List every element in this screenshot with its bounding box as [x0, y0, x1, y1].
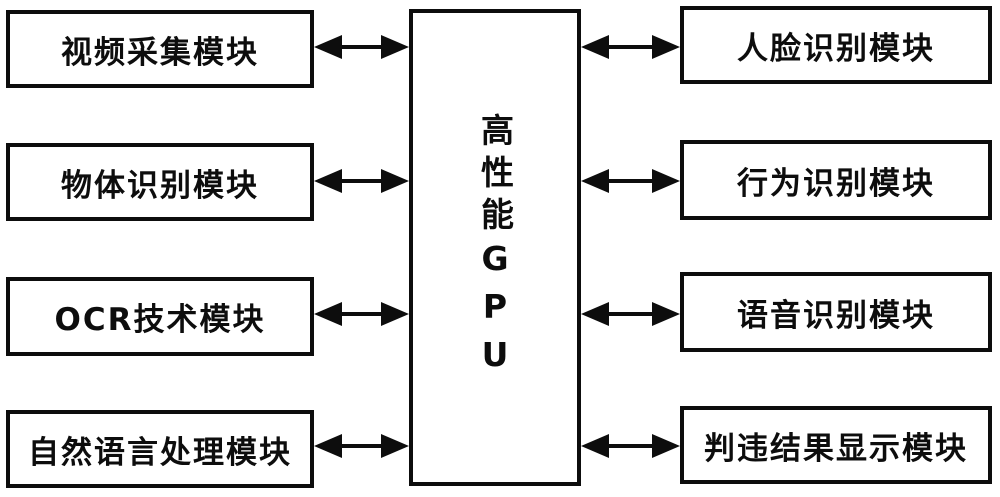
arrow-shaft: [603, 45, 658, 49]
arrow-shaft: [603, 179, 658, 183]
box-behavior-recognition-label: 行为识别模块: [737, 165, 935, 202]
arrow-gpu-face-recognition: [581, 35, 680, 59]
box-object-recognition-label: 物体识别模块: [61, 167, 259, 204]
arrow-nlp-gpu: [314, 434, 409, 458]
box-face-recognition-label: 人脸识别模块: [737, 30, 935, 67]
box-speech-recognition-label: 语音识别模块: [737, 297, 935, 334]
arrow-shaft: [603, 444, 658, 448]
arrow-head-right-icon: [381, 35, 409, 59]
arrow-shaft: [336, 45, 387, 49]
box-object-recognition-module: 物体识别模块: [6, 143, 314, 221]
box-high-performance-gpu: 高性能GPU: [409, 9, 581, 486]
box-violation-result-display-label: 判违结果显示模块: [704, 430, 968, 467]
box-face-recognition-module: 人脸识别模块: [680, 6, 992, 84]
box-video-capture-module: 视频采集模块: [6, 10, 314, 88]
arrow-video-capture-gpu: [314, 35, 409, 59]
arrow-gpu-behavior-recognition: [581, 169, 680, 193]
arrow-gpu-violation-result-display: [581, 434, 680, 458]
arrow-head-right-icon: [652, 434, 680, 458]
arrow-head-right-icon: [652, 169, 680, 193]
box-violation-result-display-module: 判违结果显示模块: [680, 406, 992, 484]
arrow-head-right-icon: [381, 434, 409, 458]
gpu-vertical-label: 高性能GPU: [475, 112, 515, 383]
arrow-head-right-icon: [652, 302, 680, 326]
arrow-shaft: [336, 179, 387, 183]
arrow-head-right-icon: [381, 302, 409, 326]
arrow-shaft: [336, 444, 387, 448]
arrow-ocr-gpu: [314, 302, 409, 326]
box-nlp-label: 自然语言处理模块: [28, 434, 292, 471]
box-ocr-technology-label: OCR技术模块: [54, 302, 266, 338]
arrow-head-right-icon: [652, 35, 680, 59]
arrow-gpu-speech-recognition: [581, 302, 680, 326]
box-video-capture-label: 视频采集模块: [61, 34, 259, 71]
arrow-object-recognition-gpu: [314, 169, 409, 193]
box-behavior-recognition-module: 行为识别模块: [680, 140, 992, 220]
box-nlp-module: 自然语言处理模块: [6, 410, 314, 488]
arrow-shaft: [603, 312, 658, 316]
arrow-head-right-icon: [381, 169, 409, 193]
box-ocr-technology-module: OCR技术模块: [6, 277, 314, 356]
box-speech-recognition-module: 语音识别模块: [680, 272, 992, 352]
arrow-shaft: [336, 312, 387, 316]
